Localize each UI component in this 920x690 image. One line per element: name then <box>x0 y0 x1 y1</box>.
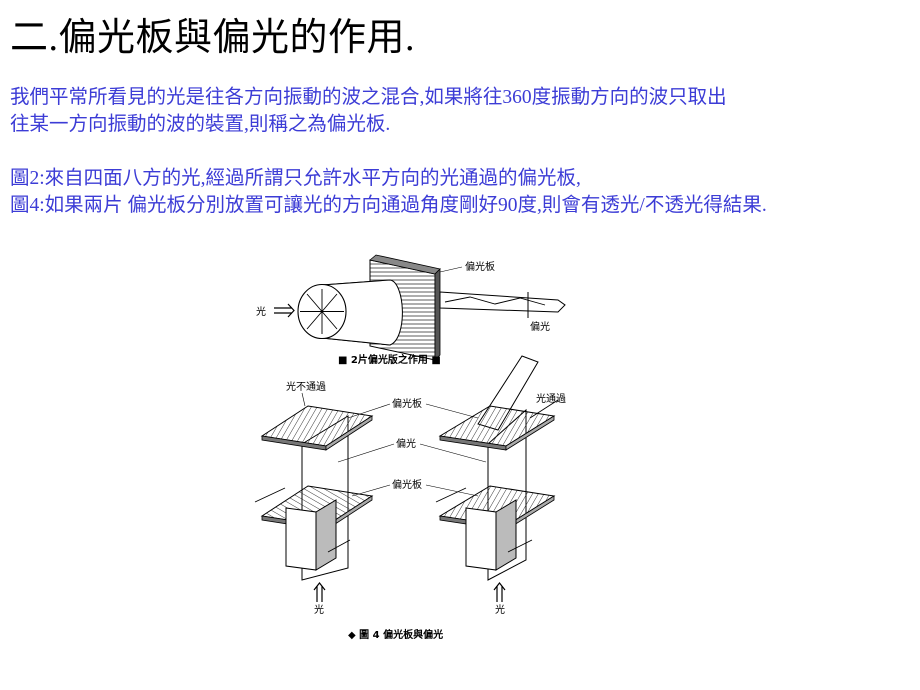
fig4-right-top-label: 光通過 <box>536 392 566 405</box>
body-text: 我們平常所看見的光是往各方向振動的波之混合,如果將往360度振動方向的波只取出 … <box>10 84 915 219</box>
fig4-polarizer-top-label: 偏光板 <box>392 397 422 410</box>
polarized-beam <box>439 291 566 318</box>
figure4-caption: ◆ 圖 4 偏光板與偏光 <box>348 628 443 641</box>
fig4-light-left: 光 <box>314 603 324 616</box>
fig2-light-label: 光 <box>256 305 266 318</box>
paragraph-4: 圖4:如果兩片 偏光板分別放置可讓光的方向通過角度剛好90度,則會有透光/不透光… <box>10 195 767 216</box>
paragraph-2: 往某一方向振動的波的裝置,則稱之為偏光板. <box>10 114 391 135</box>
fig4-polarizer-bottom-label: 偏光板 <box>392 478 422 491</box>
fig2-polarizer-label: 偏光板 <box>465 260 495 273</box>
polarizer-figure: 光 偏光板 偏光 ■ 2片偏光版之作用 ■ 光不通過 光 <box>254 254 566 641</box>
fig4-left-top-label: 光不通過 <box>286 380 326 393</box>
page-title: 二.偏光板與偏光的作用. <box>10 17 416 59</box>
figure4-left-blocked <box>254 405 374 602</box>
figure2-caption: ■ 2片偏光版之作用 ■ <box>338 353 441 366</box>
fig4-polarized-label: 偏光 <box>396 437 416 450</box>
paragraph-3: 圖2:來自四面八方的光,經過所謂只允許水平方向的光通過的偏光板, <box>10 168 581 189</box>
figure2-diagram: 光 偏光板 偏光 <box>256 254 566 361</box>
fig2-polarized-label: 偏光 <box>530 320 550 333</box>
figure4-right-pass <box>435 355 559 602</box>
paragraph-1: 我們平常所看見的光是往各方向振動的波之混合,如果將往360度振動方向的波只取出 <box>10 87 727 108</box>
fig4-light-right: 光 <box>495 603 505 616</box>
